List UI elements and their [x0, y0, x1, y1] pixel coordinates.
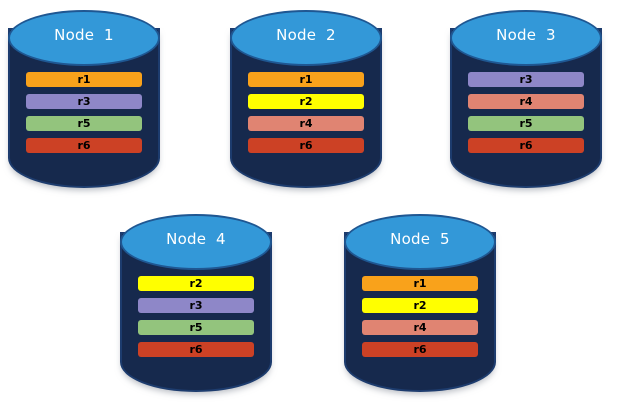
cylinder-top-ellipse: [344, 214, 496, 270]
node-cylinder[interactable]: Node 4 r2 r3 r5 r6: [120, 214, 272, 396]
cylinder-top-ellipse: [120, 214, 272, 270]
replica-bar[interactable]: r4: [248, 116, 364, 131]
replica-bar[interactable]: r2: [362, 298, 478, 313]
replica-bar[interactable]: r4: [362, 320, 478, 335]
replica-list: r1 r2 r4 r6: [362, 276, 478, 357]
node-cylinder[interactable]: Node 2 r1 r2 r4 r6: [230, 10, 382, 192]
replica-bar[interactable]: r1: [362, 276, 478, 291]
replica-bar[interactable]: r6: [468, 138, 584, 153]
replica-bar[interactable]: r5: [26, 116, 142, 131]
replica-list: r1 r3 r5 r6: [26, 72, 142, 153]
node-cylinder[interactable]: Node 5 r1 r2 r4 r6: [344, 214, 496, 396]
replica-bar[interactable]: r3: [138, 298, 254, 313]
replica-list: r3 r4 r5 r6: [468, 72, 584, 153]
replica-bar[interactable]: r5: [138, 320, 254, 335]
replica-bar[interactable]: r4: [468, 94, 584, 109]
replica-bar[interactable]: r1: [26, 72, 142, 87]
node-label: Node 1: [54, 26, 114, 44]
node-label: Node 5: [390, 230, 450, 248]
replica-list: r2 r3 r5 r6: [138, 276, 254, 357]
replica-bar[interactable]: r6: [26, 138, 142, 153]
node-label: Node 4: [166, 230, 226, 248]
cylinder-top-ellipse: [230, 10, 382, 66]
replica-bar[interactable]: r1: [248, 72, 364, 87]
replica-bar[interactable]: r6: [248, 138, 364, 153]
replica-bar[interactable]: r2: [138, 276, 254, 291]
node-cylinder[interactable]: Node 1 r1 r3 r5 r6: [8, 10, 160, 192]
cylinder-top-ellipse: [8, 10, 160, 66]
replica-bar[interactable]: r5: [468, 116, 584, 131]
node-label: Node 3: [496, 26, 556, 44]
replica-bar[interactable]: r3: [468, 72, 584, 87]
replica-bar[interactable]: r6: [138, 342, 254, 357]
replica-list: r1 r2 r4 r6: [248, 72, 364, 153]
node-cylinder[interactable]: Node 3 r3 r4 r5 r6: [450, 10, 602, 192]
replica-bar[interactable]: r2: [248, 94, 364, 109]
replica-bar[interactable]: r6: [362, 342, 478, 357]
cylinder-top-ellipse: [450, 10, 602, 66]
replica-bar[interactable]: r3: [26, 94, 142, 109]
node-label: Node 2: [276, 26, 336, 44]
